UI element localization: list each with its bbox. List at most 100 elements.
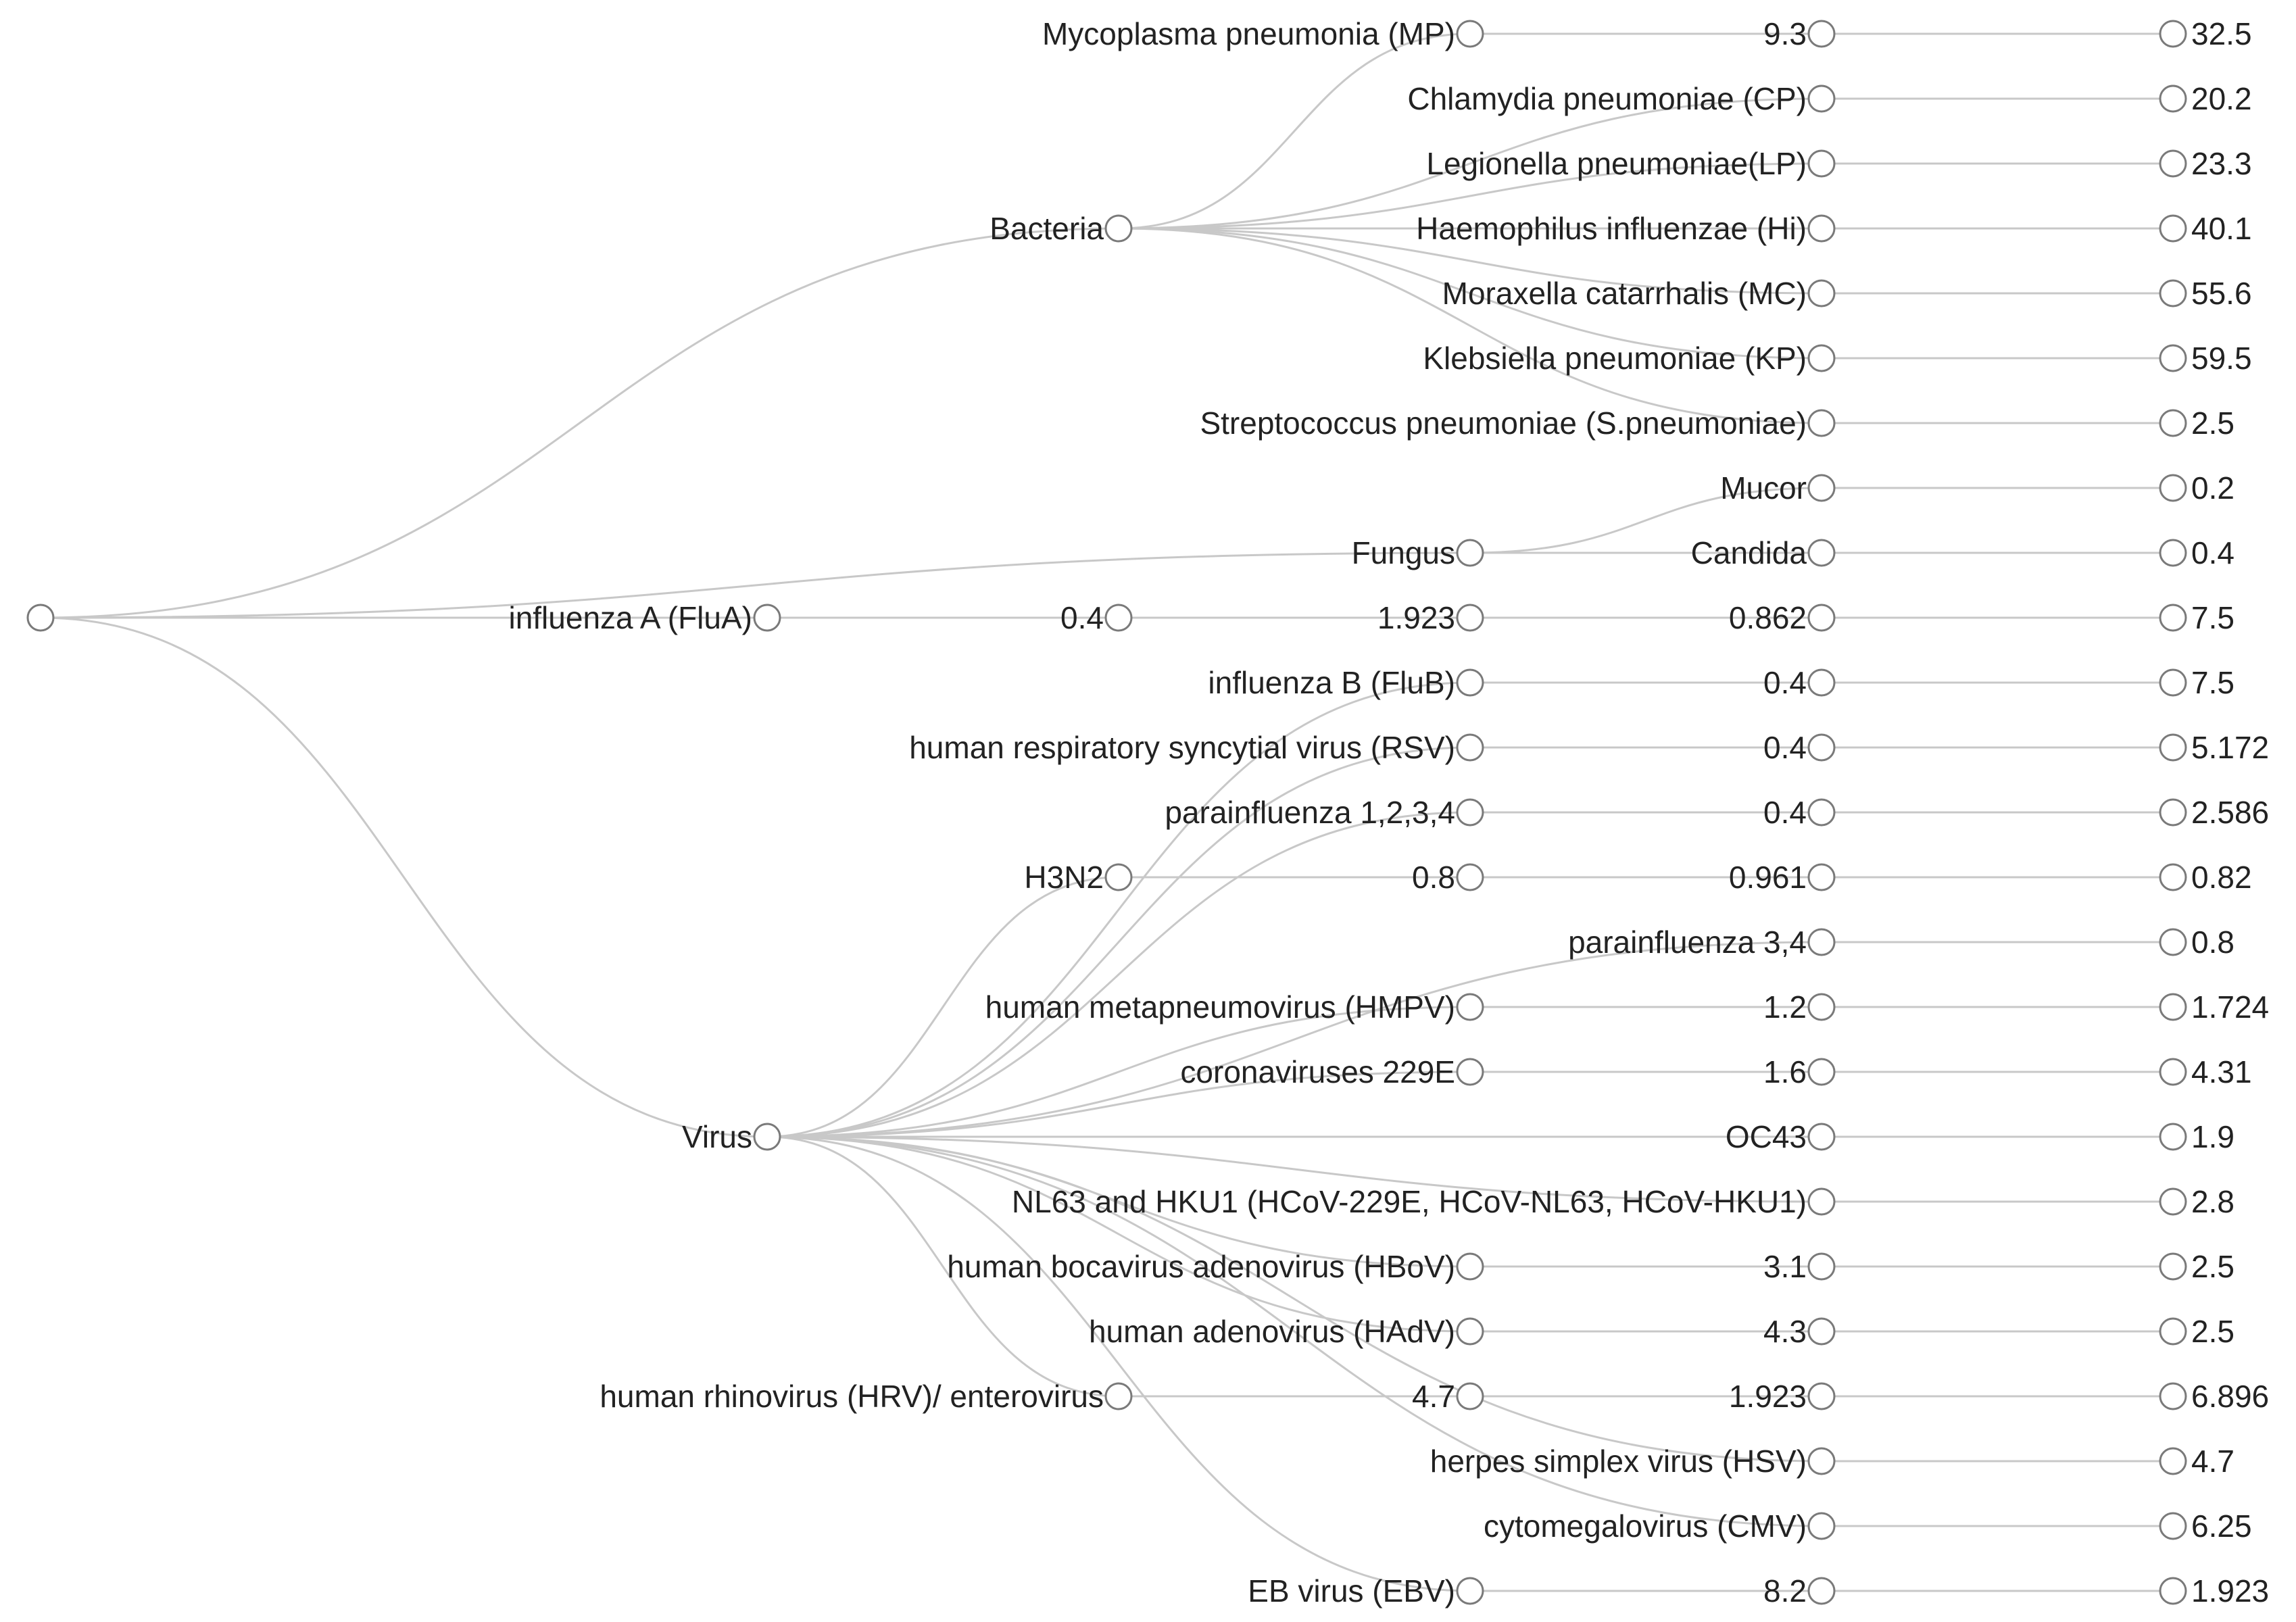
leaf-label-moraxella-catarrhalis-mc: Moraxella catarrhalis (MC) — [1442, 276, 1807, 311]
leaf-label-human-respiratory-syncytial-virus-rsv: human respiratory syncytial virus (RSV) — [909, 730, 1455, 765]
value-influenza-a-flua-2: 0.862 — [1729, 600, 1807, 635]
node-coronaviruses-229e-value-0[interactable] — [1807, 1058, 1836, 1086]
node-herpes-simplex-virus-hsv[interactable] — [1807, 1447, 1836, 1475]
leaf-label-influenza-a-flua: influenza A (FluA) — [508, 600, 752, 635]
node-moraxella-catarrhalis-mc-value-0[interactable] — [2159, 279, 2187, 308]
node-influenza-b-flub-value-0[interactable] — [1807, 668, 1836, 697]
node-human-adenovirus-hadv[interactable] — [1456, 1317, 1484, 1346]
node-mycoplasma-pneumonia-mp-value-1[interactable] — [2159, 20, 2187, 48]
node-human-rhinovirus-hrv-enterovirus-value-1[interactable] — [1807, 1382, 1836, 1410]
node-streptococcus-pneumoniae-s-pneumoniae[interactable] — [1807, 409, 1836, 437]
node-coronaviruses-229e[interactable] — [1456, 1058, 1484, 1086]
value-h3n2-0: 0.8 — [1412, 860, 1455, 895]
node-nl63-and-hku1-hcov-229e-hcov-nl63-hcov-hku1-value-0[interactable] — [2159, 1187, 2187, 1216]
node-chlamydia-pneumoniae-cp[interactable] — [1807, 84, 1836, 113]
node-cytomegalovirus-cmv[interactable] — [1807, 1512, 1836, 1540]
value-legionella-pneumoniae-lp-0: 23.3 — [2191, 146, 2252, 181]
node-human-bocavirus-adenovirus-hbov-value-0[interactable] — [1807, 1252, 1836, 1281]
node-influenza-a-flua[interactable] — [753, 604, 781, 632]
value-oc43-0: 1.9 — [2191, 1119, 2234, 1154]
node-fungus[interactable] — [1456, 539, 1484, 567]
node-influenza-b-flub-value-1[interactable] — [2159, 668, 2187, 697]
node-mucor-value-0[interactable] — [2159, 474, 2187, 502]
value-human-rhinovirus-hrv-enterovirus-1: 1.923 — [1729, 1379, 1807, 1414]
root-node[interactable] — [26, 604, 55, 632]
node-human-metapneumovirus-hmpv-value-0[interactable] — [1807, 993, 1836, 1021]
node-haemophilus-influenzae-hi[interactable] — [1807, 214, 1836, 243]
node-klebsiella-pneumoniae-kp-value-0[interactable] — [2159, 344, 2187, 372]
node-influenza-a-flua-value-2[interactable] — [1807, 604, 1836, 632]
node-bacteria[interactable] — [1104, 214, 1133, 243]
link-parainfluenza-3-4 — [766, 941, 1822, 1138]
node-human-rhinovirus-hrv-enterovirus-value-2[interactable] — [2159, 1382, 2187, 1410]
node-legionella-pneumoniae-lp[interactable] — [1807, 149, 1836, 178]
node-parainfluenza-1-2-3-4-value-0[interactable] — [1807, 798, 1836, 827]
node-h3n2[interactable] — [1104, 863, 1133, 891]
node-human-respiratory-syncytial-virus-rsv-value-0[interactable] — [1807, 733, 1836, 762]
link-mycoplasma-pneumonia-mp — [1118, 32, 1471, 230]
node-influenza-a-flua-value-3[interactable] — [2159, 604, 2187, 632]
value-influenza-a-flua-0: 0.4 — [1060, 600, 1104, 635]
leaf-label-influenza-b-flub: influenza B (FluB) — [1208, 665, 1455, 700]
node-mycoplasma-pneumonia-mp[interactable] — [1456, 20, 1484, 48]
node-nl63-and-hku1-hcov-229e-hcov-nl63-hcov-hku1[interactable] — [1807, 1187, 1836, 1216]
node-influenza-a-flua-value-0[interactable] — [1104, 604, 1133, 632]
node-coronaviruses-229e-value-1[interactable] — [2159, 1058, 2187, 1086]
node-mycoplasma-pneumonia-mp-value-0[interactable] — [1807, 20, 1836, 48]
node-chlamydia-pneumoniae-cp-value-0[interactable] — [2159, 84, 2187, 113]
node-herpes-simplex-virus-hsv-value-0[interactable] — [2159, 1447, 2187, 1475]
node-h3n2-value-1[interactable] — [1807, 863, 1836, 891]
node-moraxella-catarrhalis-mc[interactable] — [1807, 279, 1836, 308]
node-human-respiratory-syncytial-virus-rsv-value-1[interactable] — [2159, 733, 2187, 762]
node-eb-virus-ebv[interactable] — [1456, 1577, 1484, 1605]
node-parainfluenza-3-4[interactable] — [1807, 928, 1836, 956]
value-nl63-and-hku1-hcov-229e-hcov-nl63-hcov-hku1-0: 2.8 — [2191, 1184, 2234, 1219]
node-human-bocavirus-adenovirus-hbov[interactable] — [1456, 1252, 1484, 1281]
node-h3n2-value-0[interactable] — [1456, 863, 1484, 891]
node-human-bocavirus-adenovirus-hbov-value-1[interactable] — [2159, 1252, 2187, 1281]
node-human-metapneumovirus-hmpv-value-1[interactable] — [2159, 993, 2187, 1021]
value-human-adenovirus-hadv-0: 4.3 — [1763, 1314, 1807, 1349]
node-oc43-value-0[interactable] — [2159, 1123, 2187, 1151]
node-h3n2-value-2[interactable] — [2159, 863, 2187, 891]
node-virus[interactable] — [753, 1123, 781, 1151]
node-parainfluenza-1-2-3-4-value-1[interactable] — [2159, 798, 2187, 827]
node-candida[interactable] — [1807, 539, 1836, 567]
value-parainfluenza-1-2-3-4-1: 2.586 — [2191, 795, 2269, 830]
node-eb-virus-ebv-value-0[interactable] — [1807, 1577, 1836, 1605]
node-oc43[interactable] — [1807, 1123, 1836, 1151]
node-human-adenovirus-hadv-value-1[interactable] — [2159, 1317, 2187, 1346]
value-mucor-0: 0.2 — [2191, 470, 2234, 506]
node-klebsiella-pneumoniae-kp[interactable] — [1807, 344, 1836, 372]
node-candida-value-0[interactable] — [2159, 539, 2187, 567]
node-mucor[interactable] — [1807, 474, 1836, 502]
value-coronaviruses-229e-0: 1.6 — [1763, 1054, 1807, 1089]
node-haemophilus-influenzae-hi-value-0[interactable] — [2159, 214, 2187, 243]
node-human-rhinovirus-hrv-enterovirus[interactable] — [1104, 1382, 1133, 1410]
node-human-metapneumovirus-hmpv[interactable] — [1456, 993, 1484, 1021]
node-human-adenovirus-hadv-value-0[interactable] — [1807, 1317, 1836, 1346]
value-human-metapneumovirus-hmpv-1: 1.724 — [2191, 989, 2269, 1025]
node-streptococcus-pneumoniae-s-pneumoniae-value-0[interactable] — [2159, 409, 2187, 437]
node-eb-virus-ebv-value-1[interactable] — [2159, 1577, 2187, 1605]
value-human-respiratory-syncytial-virus-rsv-0: 0.4 — [1763, 730, 1807, 765]
node-influenza-a-flua-value-1[interactable] — [1456, 604, 1484, 632]
node-human-respiratory-syncytial-virus-rsv[interactable] — [1456, 733, 1484, 762]
link-moraxella-catarrhalis-mc — [1118, 227, 1822, 295]
link-coronaviruses-229e — [766, 1071, 1471, 1138]
node-influenza-b-flub[interactable] — [1456, 668, 1484, 697]
node-cytomegalovirus-cmv-value-0[interactable] — [2159, 1512, 2187, 1540]
node-human-rhinovirus-hrv-enterovirus-value-0[interactable] — [1456, 1382, 1484, 1410]
value-parainfluenza-3-4-0: 0.8 — [2191, 925, 2234, 960]
node-parainfluenza-3-4-value-0[interactable] — [2159, 928, 2187, 956]
link-nl63-and-hku1-hcov-229e-hcov-nl63-hcov-hku1 — [766, 1135, 1822, 1203]
link-herpes-simplex-virus-hsv — [766, 1135, 1822, 1463]
link-parainfluenza-1-2-3-4 — [766, 811, 1471, 1138]
node-parainfluenza-1-2-3-4[interactable] — [1456, 798, 1484, 827]
value-eb-virus-ebv-0: 8.2 — [1763, 1573, 1807, 1608]
link-h3n2 — [766, 876, 1119, 1138]
node-legionella-pneumoniae-lp-value-0[interactable] — [2159, 149, 2187, 178]
value-streptococcus-pneumoniae-s-pneumoniae-0: 2.5 — [2191, 406, 2234, 441]
value-chlamydia-pneumoniae-cp-0: 20.2 — [2191, 81, 2252, 116]
